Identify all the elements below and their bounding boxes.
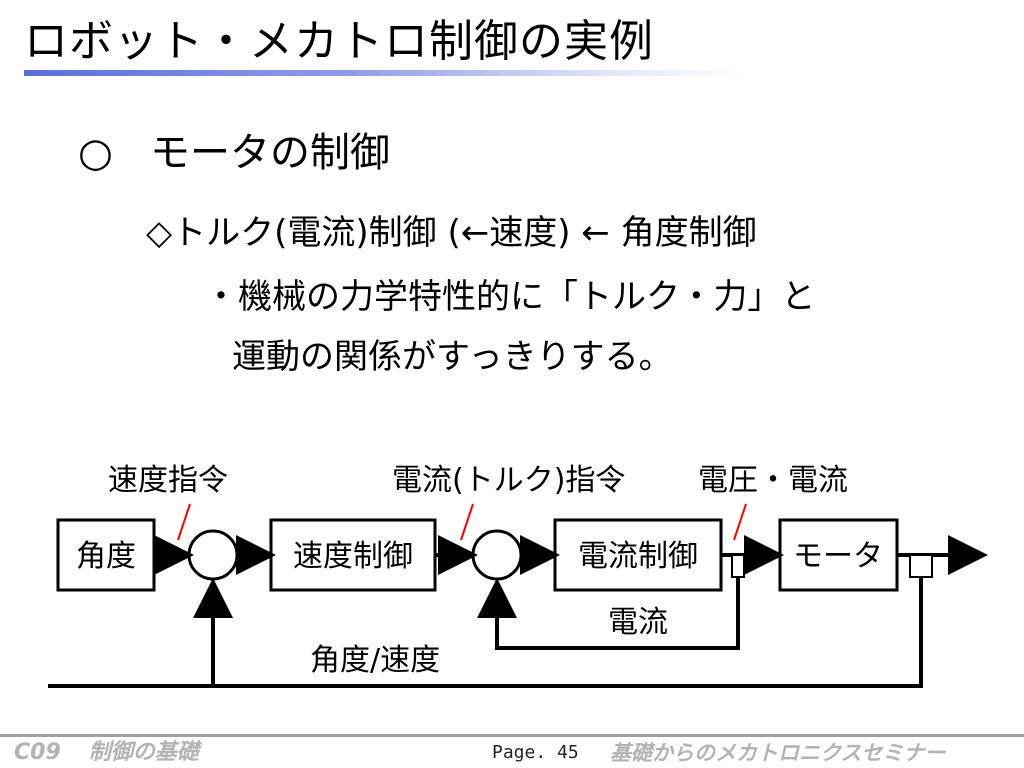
summing-junction-current [471,529,523,581]
label-current-command: 電流(トルク)指令 [392,463,625,498]
circle-bullet-icon: ○ [78,130,113,176]
block-current-control-label: 電流制御 [578,539,698,574]
label-voltage-current: 電圧・電流 [698,463,848,498]
block-motor-label: モータ [793,539,883,574]
red-tick-current-command [460,503,474,541]
red-tick-speed-command [177,503,191,541]
title-underline [24,70,744,76]
control-block-diagram: 速度指令 電流(トルク)指令 電圧・電流 角度 速度制御 電流制御 モータ 電流… [48,463,988,688]
block-angle [56,518,156,592]
footer-page-number: Page. 45 [492,742,579,763]
angle-speed-feedback-loop [193,577,923,688]
section-heading: ○ モータの制御 [78,126,390,180]
label-current-feedback: 電流 [608,605,668,640]
block-angle-label: 角度 [76,539,136,574]
footer-course-code: C09 [14,740,61,765]
slide-title: ロボット・メカトロ制御の実例 [24,16,654,67]
label-speed-command: 速度指令 [108,463,228,498]
footer-course-title: C09 制御の基礎 [14,739,199,767]
current-feedback-loop [477,577,740,650]
body-line-motion: 運動の関係がすっきりする。 [232,337,673,377]
footer-seminar-title: 基礎からのメカトロニクスセミナー [610,741,946,765]
body-line-torque-control: ◇トルク(電流)制御 (←速度) ← 角度制御 [146,213,757,253]
angle-speed-sensor [909,554,933,578]
section-heading-text: モータの制御 [150,130,390,176]
footer-chapter-title: 制御の基礎 [88,740,199,765]
block-speed-control [269,518,437,592]
current-sensor [731,554,745,578]
label-angle-speed-feedback: 角度/速度 [310,643,440,678]
red-tick-voltage-current [733,503,747,541]
footer-divider [0,734,1024,737]
block-current-control [553,518,723,592]
summing-junction-speed [187,529,239,581]
block-speed-control-label: 速度制御 [293,539,413,574]
body-line-mechanics: ・機械の力学特性的に「トルク・力」と [204,277,816,317]
